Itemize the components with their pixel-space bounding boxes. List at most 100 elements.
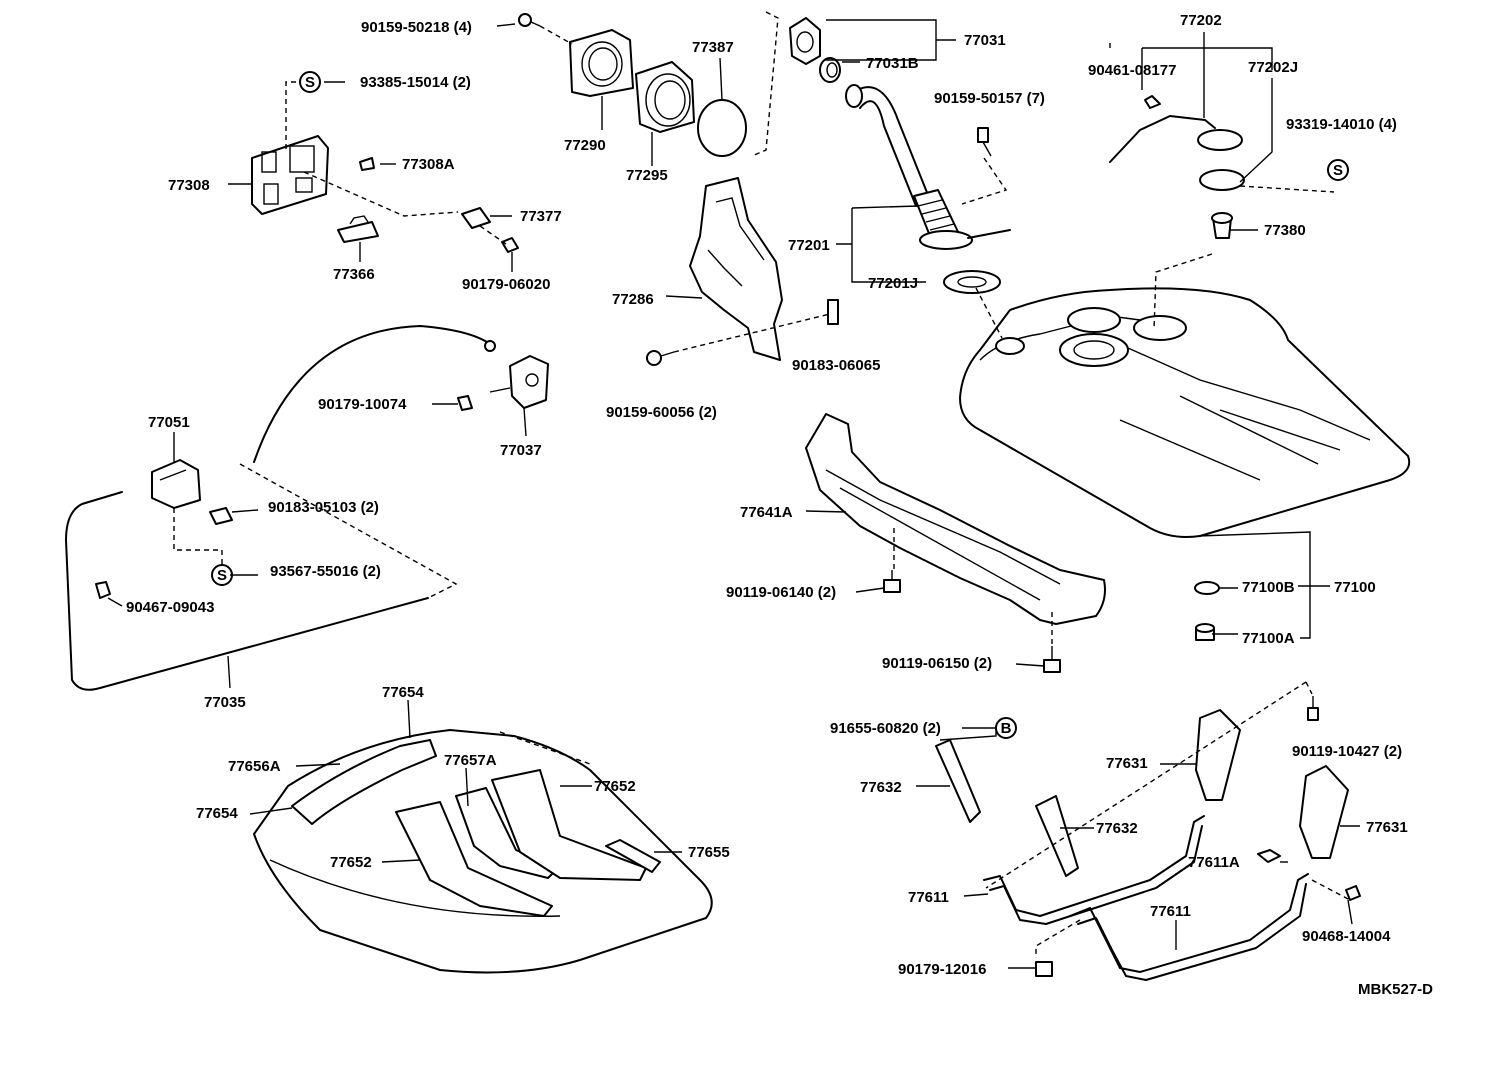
s-symbol-3: S: [211, 564, 233, 586]
filler-cap-gasket: [819, 57, 841, 83]
clip-90468-14004: [1345, 885, 1361, 901]
filler-cap: [789, 17, 821, 65]
protector-77652-right: [491, 769, 647, 881]
label-77031B: 77031B: [866, 55, 919, 72]
label-77308: 77308: [168, 177, 210, 194]
lid-hinge: [337, 215, 379, 243]
fuel-tank: [959, 287, 1411, 538]
band-77611-lower: [1069, 873, 1309, 981]
clip-90183-06065: [827, 299, 839, 325]
label-77366: 77366: [333, 266, 375, 283]
svg-text:S: S: [305, 74, 315, 91]
label-77654-left: 77654: [196, 805, 238, 822]
diagram-code: MBK527-D: [1358, 981, 1433, 998]
label-77100A: 77100A: [1242, 630, 1295, 647]
label-93567-55016: 93567-55016 (2): [270, 563, 381, 580]
lid-spring: [461, 207, 491, 229]
bracket-77632-left: [935, 739, 981, 823]
lid-bumper: [359, 157, 375, 171]
label-77657A: 77657A: [444, 752, 497, 769]
sender-gasket: [1199, 169, 1245, 191]
label-77631-a: 77631: [1106, 755, 1148, 772]
filler-pipe-gasket: [943, 270, 1001, 294]
label-90461-08177: 90461-08177: [1088, 62, 1176, 79]
lid-lock: [489, 355, 549, 409]
label-77655: 77655: [688, 844, 730, 861]
bolt-90119-06140: [883, 570, 901, 593]
label-77611-a: 77611: [908, 889, 949, 906]
label-90183-05103: 90183-05103 (2): [268, 499, 379, 516]
lid-opener-lever: [151, 459, 201, 509]
label-77632-b: 77632: [1096, 820, 1138, 837]
clip-90183-05103: [209, 507, 233, 525]
dashed-lines: [173, 11, 1351, 958]
s-symbol-1: S: [299, 71, 321, 93]
label-77202J: 77202J: [1248, 59, 1298, 76]
opener-cable: [65, 491, 429, 691]
bracket-77631-lower: [1299, 765, 1349, 859]
label-90159-50218: 90159-50218 (4): [361, 19, 472, 36]
protector-77652-left: [395, 801, 553, 917]
label-77380: 77380: [1264, 222, 1306, 239]
pin-77611A: [1257, 849, 1281, 863]
label-77611A: 77611A: [1188, 854, 1240, 871]
tank-protector-77641A: [805, 413, 1106, 625]
label-91655-60820: 91655-60820 (2): [830, 720, 941, 737]
tank-cushion-77100B: [1194, 581, 1220, 595]
label-90468-14004: 90468-14004: [1302, 928, 1391, 945]
o-ring-seal: [697, 99, 747, 157]
label-77037: 77037: [500, 442, 542, 459]
lid-opener-cable: [253, 325, 496, 463]
label-77295: 77295: [626, 167, 668, 184]
s-symbol-2: S: [1327, 159, 1349, 181]
label-77100: 77100: [1334, 579, 1376, 596]
filler-flange-neck: [635, 61, 695, 133]
label-90179-10074: 90179-10074: [318, 396, 407, 413]
label-90183-06065: 90183-06065: [792, 357, 880, 374]
label-77652-left: 77652: [330, 854, 372, 871]
band-77611-upper: [983, 815, 1205, 925]
filler-protector: [689, 177, 783, 361]
label-90179-06020: 90179-06020: [462, 276, 550, 293]
label-77652-right: 77652: [594, 778, 636, 795]
label-77654-top: 77654: [382, 684, 424, 701]
label-77201J: 77201J: [868, 275, 918, 292]
label-77387: 77387: [692, 39, 734, 56]
part-labels: 90159-50218 (4) 93385-15014 (2) 77308 77…: [126, 12, 1433, 998]
fuel-lid: [251, 135, 329, 215]
bolt-90159-50218: [518, 13, 541, 27]
nut-90179-06020: [501, 237, 519, 253]
label-77100B: 77100B: [1242, 579, 1295, 596]
b-symbol: B: [995, 717, 1017, 739]
label-77031: 77031: [964, 32, 1006, 49]
label-90119-06150: 90119-06150 (2): [882, 655, 992, 672]
label-90159-60056: 90159-60056 (2): [606, 404, 717, 421]
tank-drain-plug: [1195, 623, 1215, 641]
leader-lines: [107, 19, 1360, 969]
label-93319-14010: 93319-14010 (4): [1286, 116, 1397, 133]
label-77641A: 77641A: [740, 504, 793, 521]
label-77632-a: 77632: [860, 779, 902, 796]
label-93385-15014: 93385-15014 (2): [360, 74, 471, 91]
filler-flange-gasket: [569, 29, 634, 97]
label-77290: 77290: [564, 137, 606, 154]
clamp-90467-09043: [95, 581, 111, 599]
fuel-sender-gauge: [1109, 95, 1243, 163]
protector-77655: [605, 839, 661, 873]
label-90119-06140: 90119-06140 (2): [726, 584, 836, 601]
label-90119-10427: 90119-10427 (2): [1292, 743, 1402, 760]
label-77201: 77201: [788, 237, 830, 254]
screw-90159-60056: [646, 350, 675, 366]
label-77035: 77035: [204, 694, 246, 711]
protector-77656A: [291, 739, 437, 825]
label-77202: 77202: [1180, 12, 1222, 29]
label-77377: 77377: [520, 208, 562, 225]
bolt-90119-10427: [1307, 696, 1319, 721]
nut-90179-10074: [457, 395, 473, 411]
screw-90159-50157: [977, 127, 992, 157]
bracket-77632-right: [1035, 795, 1079, 877]
bolt-90119-06150: [1043, 646, 1061, 673]
bracket-77631-upper: [1195, 709, 1241, 801]
label-77308A: 77308A: [402, 156, 455, 173]
